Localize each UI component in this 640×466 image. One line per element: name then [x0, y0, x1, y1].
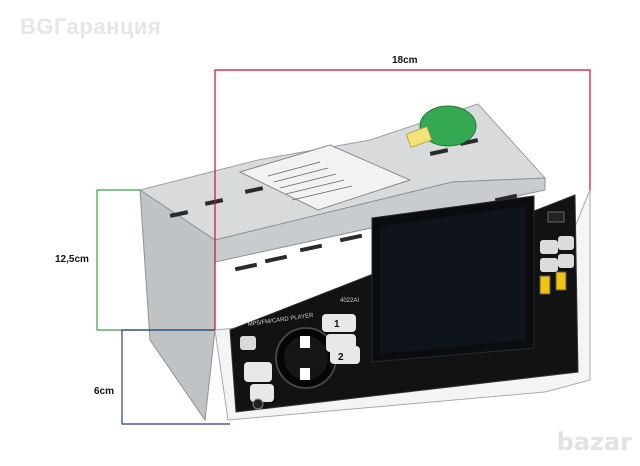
preset-1-label: 1 [334, 319, 340, 330]
model-label: 4022AI [340, 298, 359, 304]
height-label: 12,5cm [55, 254, 89, 265]
sd-slot [547, 211, 565, 223]
usb-port-2 [555, 271, 567, 291]
width-label: 18cm [392, 55, 418, 66]
right-button-4[interactable] [558, 254, 574, 268]
wiring-sticker [238, 144, 412, 211]
preset-2-button[interactable] [330, 346, 360, 364]
watermark: BGГаранция [20, 14, 162, 39]
aux-jack [252, 398, 264, 410]
mode-button[interactable] [244, 362, 272, 382]
preset-2-label: 2 [338, 352, 344, 363]
right-button-3[interactable] [540, 258, 558, 272]
width-dimension-line [214, 69, 591, 330]
usb-port-1 [539, 275, 551, 295]
chassis-side [139, 189, 216, 422]
right-button-1[interactable] [540, 240, 558, 254]
preset-1-button[interactable] [322, 314, 356, 332]
right-button-2[interactable] [558, 236, 574, 250]
band-button[interactable] [250, 384, 274, 402]
green-sticker [419, 105, 477, 147]
depth-dimension-line [121, 329, 230, 425]
depth-label: 6cm [94, 386, 115, 397]
brand-logo: bazar [556, 428, 632, 456]
power-button[interactable] [240, 336, 256, 350]
